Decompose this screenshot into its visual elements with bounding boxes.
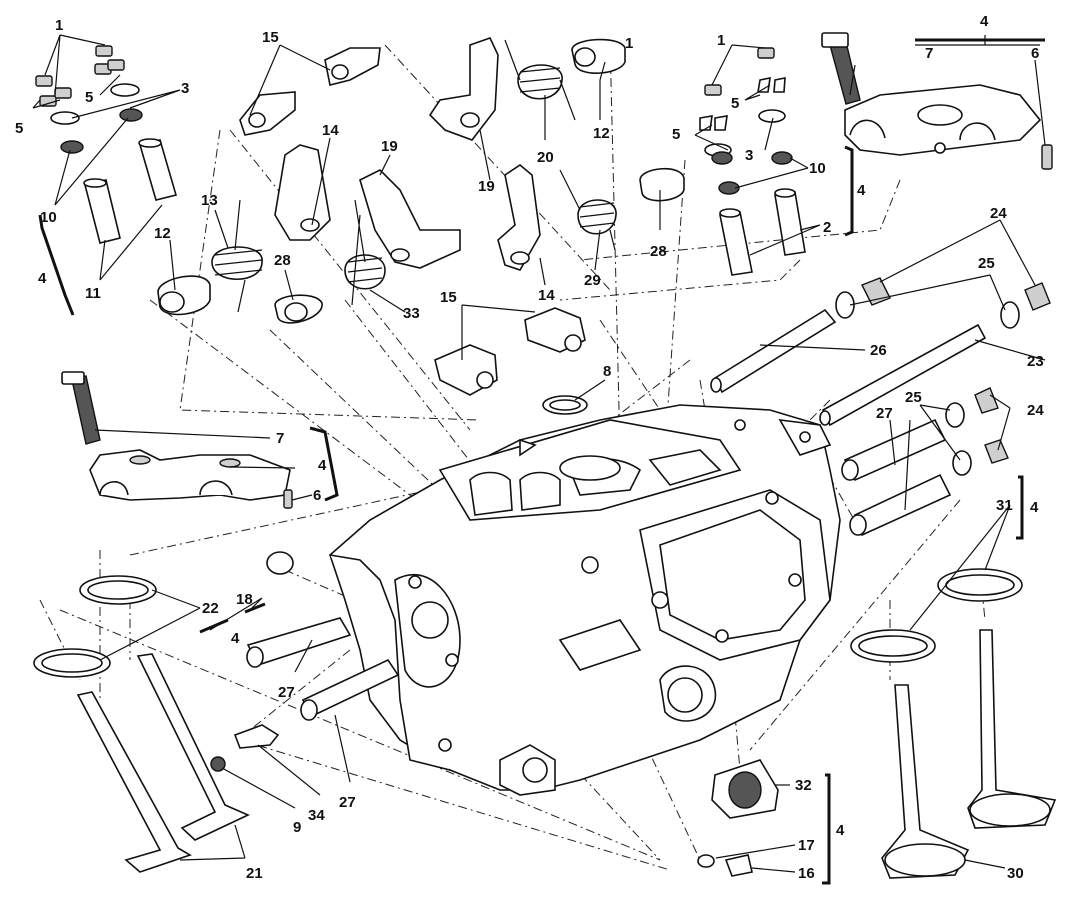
callout-15-top: 15 — [262, 29, 279, 46]
callout-27-left-b: 27 — [339, 794, 356, 811]
callout-30: 30 — [1007, 865, 1024, 882]
callout-10-right: 10 — [809, 160, 826, 177]
callout-5-right-a: 5 — [731, 95, 739, 112]
callout-9: 9 — [293, 819, 301, 836]
callout-7-top-right: 7 — [925, 45, 933, 62]
callout-23: 23 — [1027, 353, 1044, 370]
callout-11-left: 11 — [85, 285, 101, 302]
callout-34: 34 — [308, 807, 325, 824]
callout-4-lower-left: 4 — [231, 630, 240, 647]
callout-6-left: 6 — [313, 487, 321, 504]
right-rocker-shafts-and-plugs — [710, 277, 1051, 537]
callout-3-left: 3 — [181, 80, 189, 97]
callout-1-top-left: 1 — [55, 17, 63, 34]
callout-28-left: 28 — [274, 252, 291, 269]
callout-18: 18 — [236, 591, 253, 608]
callout-2: 2 — [823, 219, 831, 236]
callout-28-center: 28 — [650, 243, 667, 260]
callout-14-center: 14 — [538, 287, 555, 304]
callout-13: 13 — [201, 192, 218, 209]
callout-12-left: 12 — [154, 225, 171, 242]
callout-14-left: 14 — [322, 122, 339, 139]
callout-26: 26 — [870, 342, 887, 359]
callout-17: 17 — [798, 837, 815, 854]
callout-22: 22 — [202, 600, 219, 617]
left-rocker-bridge — [61, 371, 293, 509]
center-springs-and-rockers — [428, 37, 685, 415]
callout-33: 33 — [403, 305, 420, 322]
right-rocker-bridge — [821, 32, 1053, 170]
callout-24-top: 24 — [990, 205, 1007, 222]
callout-8: 8 — [603, 363, 611, 380]
callout-5-left-b: 5 — [15, 120, 23, 137]
callout-4-lower-right: 4 — [836, 822, 845, 839]
left-valve-keepers — [35, 45, 143, 154]
callout-4-right-valves: 4 — [857, 182, 866, 199]
callout-5-left-a: 5 — [85, 89, 93, 106]
callout-32: 32 — [795, 777, 812, 794]
callout-27-right: 27 — [876, 405, 893, 422]
callout-24-right: 24 — [1027, 402, 1044, 419]
right-intake-valves — [697, 568, 1057, 879]
callout-5-right-b: 5 — [672, 126, 680, 143]
callout-25-top: 25 — [978, 255, 995, 272]
callout-31: 31 — [996, 497, 1013, 514]
callout-21: 21 — [246, 865, 263, 882]
callout-3-right: 3 — [745, 147, 753, 164]
callout-4-right-seats: 4 — [1030, 499, 1039, 516]
callout-4-left-bridge: 4 — [318, 457, 327, 474]
left-intake-springs-and-rockers — [157, 47, 461, 324]
left-valve-guides — [83, 138, 178, 244]
callout-19-center: 19 — [478, 178, 495, 195]
callout-12-center: 12 — [593, 125, 610, 142]
callout-7-left: 7 — [276, 430, 284, 447]
callout-19-left: 19 — [381, 138, 398, 155]
right-valve-keepers — [699, 47, 793, 195]
callout-4-top-right: 4 — [980, 13, 989, 30]
callout-25-right: 25 — [905, 389, 922, 406]
callout-20: 20 — [537, 149, 554, 166]
callout-1-right: 1 — [717, 32, 725, 49]
callout-15-mid: 15 — [440, 289, 457, 306]
right-valve-guides — [719, 188, 806, 276]
callout-27-left-a: 27 — [278, 684, 295, 701]
callout-labels: 1 5 3 5 10 4 11 12 13 15 14 19 28 33 15 … — [15, 13, 1044, 882]
callout-10-left: 10 — [40, 209, 57, 226]
callout-4-left: 4 — [38, 270, 47, 287]
left-exhaust-valves — [33, 551, 400, 873]
cylinder-head-casting — [329, 404, 841, 796]
leader-lines — [32, 34, 1046, 873]
callout-1-center: 1 — [625, 35, 633, 52]
group-brackets — [38, 38, 1045, 885]
callout-16: 16 — [798, 865, 815, 882]
callout-6-top-right: 6 — [1031, 45, 1039, 62]
callout-29: 29 — [584, 272, 601, 289]
